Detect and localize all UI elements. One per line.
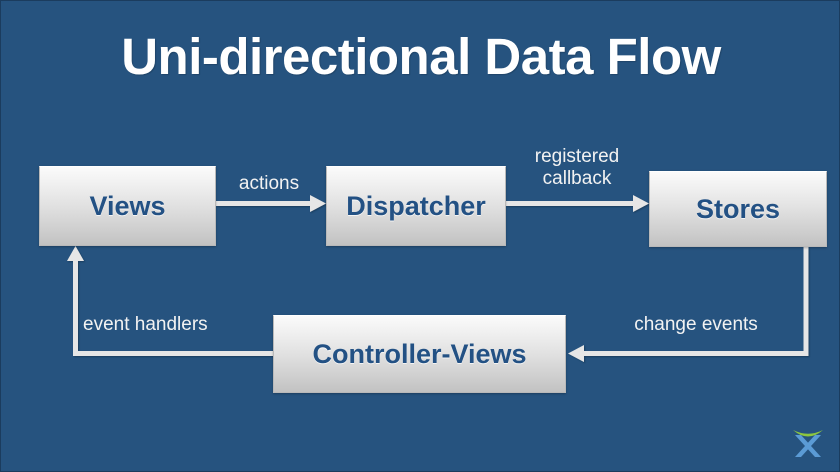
arrow-views-to-dispatcher <box>216 195 326 212</box>
node-dispatcher-label: Dispatcher <box>346 190 486 221</box>
logo-x-icon <box>795 435 821 457</box>
node-controller-views[interactable]: Controller-Views <box>273 315 566 393</box>
edge-label-change-events: change events <box>634 314 758 335</box>
arrow-controller-to-views <box>67 246 273 356</box>
arrow-dispatcher-to-stores <box>506 195 649 212</box>
logo-arc-icon <box>793 430 823 437</box>
node-dispatcher[interactable]: Dispatcher <box>326 166 506 246</box>
page-title: Uni-directional Data Flow <box>121 28 721 85</box>
edge-label-registered-callback: registered callback <box>534 146 620 189</box>
node-views-label: Views <box>89 190 166 221</box>
arrow-stores-to-controller <box>568 247 809 362</box>
node-views[interactable]: Views <box>39 166 216 246</box>
node-stores-label: Stores <box>695 193 781 224</box>
x-arc-logo <box>793 430 823 457</box>
edge-label-event-handlers: event handlers <box>83 314 208 335</box>
edge-label-actions: actions <box>238 173 300 194</box>
node-controller-views-label: Controller-Views <box>312 338 527 369</box>
node-stores[interactable]: Stores <box>649 171 827 247</box>
